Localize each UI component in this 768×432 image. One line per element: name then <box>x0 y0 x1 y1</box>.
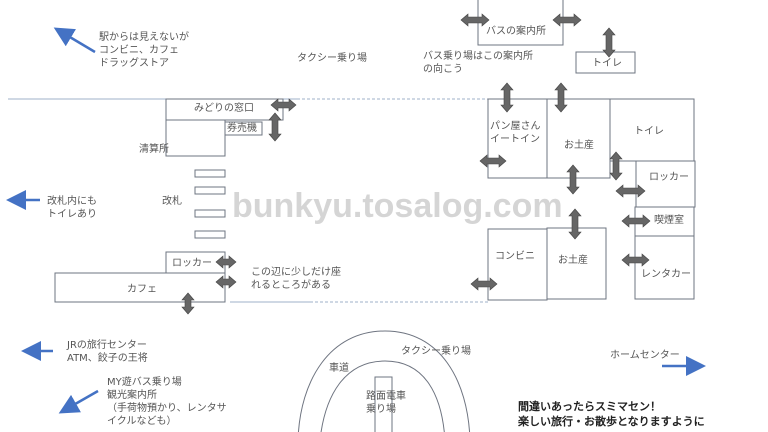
entrance-double-arrow <box>609 151 623 181</box>
convenience-box <box>487 228 548 301</box>
bus-info-box <box>477 0 564 46</box>
entrance-double-arrow <box>270 98 297 112</box>
entrance-double-arrow <box>470 277 498 291</box>
label-fare-adjust: 清算所 <box>139 144 169 155</box>
taxi-loop-outer <box>298 330 470 432</box>
entrance-double-arrow <box>615 184 646 198</box>
gate-1 <box>194 169 226 178</box>
label-rental-car: レンタカー <box>641 269 691 280</box>
label-souvenir-2: お土産 <box>558 255 588 266</box>
label-road: 車道 <box>329 363 349 374</box>
entrance-double-arrow <box>568 208 582 240</box>
entrance-double-arrow <box>268 112 282 142</box>
closing-message: 間違いあったらスミマセン！ 楽しい旅行・お散歩となりますように <box>518 400 705 428</box>
note-bus-stop: バス乗り場はこの案内所 の向こう <box>423 51 533 75</box>
label-bus-info: バスの案内所 <box>486 26 546 37</box>
label-midori: みどりの窓口 <box>194 103 254 114</box>
label-cafe: カフェ <box>127 284 157 295</box>
label-tram: 路面電車 乗り場 <box>366 391 406 415</box>
note-seating: この辺に少しだけ座 れるところがある <box>251 267 341 291</box>
entrance-double-arrow <box>215 275 237 289</box>
entrance-double-arrow <box>215 255 237 269</box>
label-gate: 改札 <box>162 196 182 207</box>
gate-2 <box>194 186 226 195</box>
tram-platform <box>374 376 393 432</box>
label-taxi-top: タクシー乗り場 <box>297 53 367 64</box>
entrance-double-arrow <box>552 13 582 27</box>
entrance-double-arrow <box>566 164 580 195</box>
taxi-loop-inner <box>320 360 445 432</box>
label-souvenir-1: お土産 <box>564 140 594 151</box>
note-my-bus: MY遊バス乗り場 観光案内所 （手荷物預かり、レンタサ イクルなども） <box>107 377 227 427</box>
label-bakery: パン屋さん イートイン <box>490 121 541 145</box>
entrance-double-arrow <box>602 27 616 58</box>
label-locker-right: ロッカー <box>649 172 689 183</box>
note-inside-toilet: 改札内にも トイレあり <box>47 196 97 220</box>
rental-car-box <box>634 235 695 300</box>
label-taxi-bottom: タクシー乗り場 <box>401 346 471 357</box>
arrow-to-my-bus <box>58 389 99 414</box>
note-convenience-cafe: 駅からは見えないが コンビニ、カフェ ドラッグストア <box>99 32 189 69</box>
label-ticket-machine: 券売機 <box>227 123 257 134</box>
label-toilet-top: トイレ <box>592 58 622 69</box>
label-toilet-right: トイレ <box>634 126 664 137</box>
gate-3 <box>194 209 226 218</box>
entrance-double-arrow <box>460 13 490 27</box>
entrance-double-arrow <box>621 214 651 228</box>
entrance-double-arrow <box>479 154 507 168</box>
fare-adjust-box <box>165 119 226 157</box>
watermark: bunkyu.tosalog.com <box>232 187 563 225</box>
gate-4 <box>194 230 226 239</box>
arrow-to-convenience-cafe <box>53 27 96 54</box>
locker-right-box <box>635 160 696 208</box>
entrance-double-arrow <box>181 292 195 315</box>
note-jr-travel: JRの旅行センター ATM、餃子の王将 <box>67 340 148 364</box>
label-convenience: コンビニ <box>495 251 535 262</box>
entrance-double-arrow <box>621 253 650 267</box>
label-locker-left: ロッカー <box>172 258 212 269</box>
entrance-double-arrow <box>500 82 514 113</box>
label-smoking: 喫煙室 <box>654 215 684 226</box>
cafe-box <box>54 272 226 303</box>
label-home-center: ホームセンター <box>610 350 680 361</box>
entrance-double-arrow <box>554 82 568 113</box>
